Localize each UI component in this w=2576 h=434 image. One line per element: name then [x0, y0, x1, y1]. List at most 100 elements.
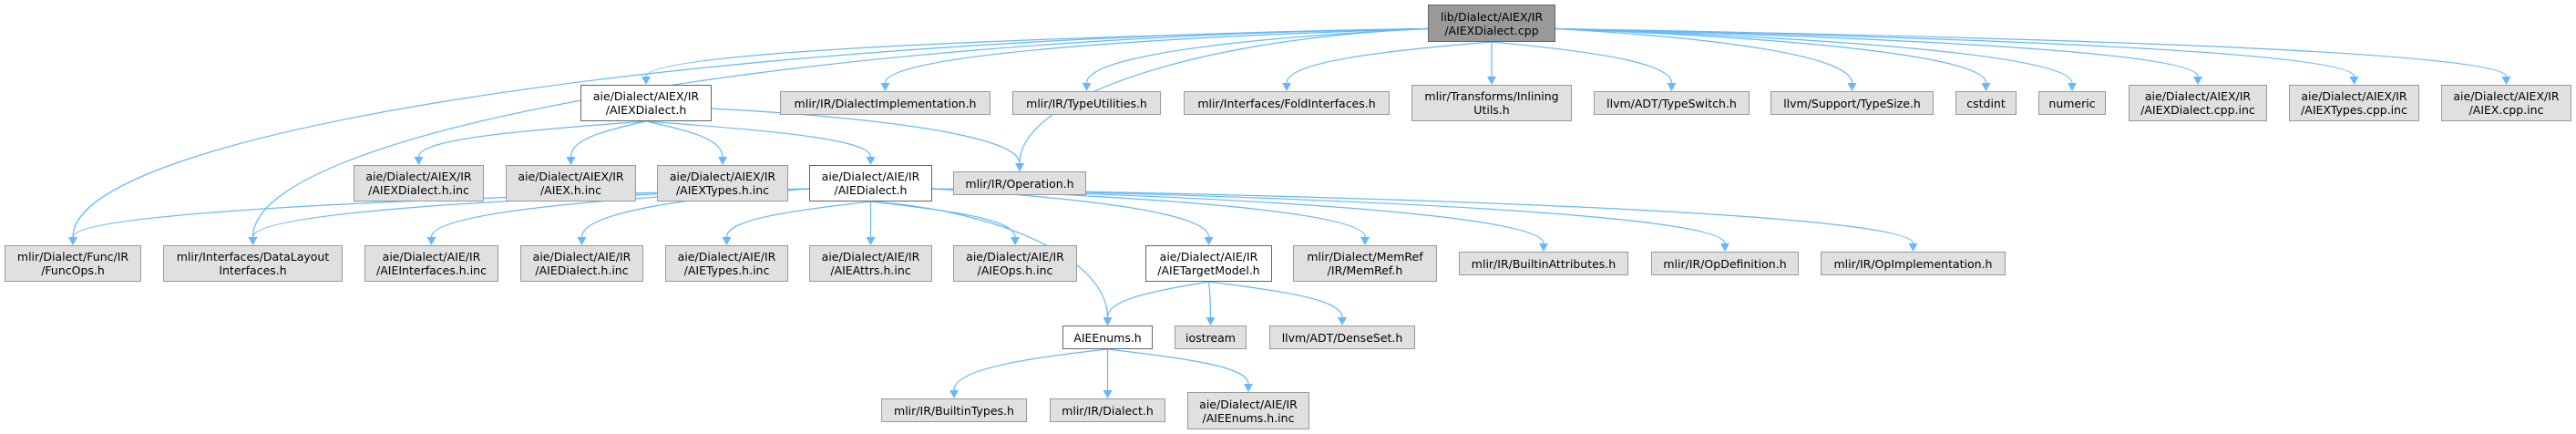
node-label: aie/Dialect/AIEX/IR	[365, 170, 472, 183]
node-denseset[interactable]: llvm/ADT/DenseSet.h	[1269, 326, 1415, 349]
arrowhead-icon	[1103, 390, 1113, 398]
arrowhead-icon	[577, 237, 587, 245]
node-label: /AIEDialect.h	[834, 183, 908, 197]
node-label: aie/Dialect/AIEX/IR	[2453, 89, 2560, 103]
node-label: /AIEXDialect.h.inc	[368, 183, 469, 197]
arrowhead-icon	[1981, 83, 1991, 91]
arrowhead-icon	[949, 390, 959, 398]
arrowhead-icon	[1244, 384, 1253, 392]
node-root[interactable]: lib/Dialect/AIEX/IR/AIEXDialect.cpp	[1428, 5, 1555, 42]
edge-aiedialect-h-to-aieenums	[870, 201, 1109, 318]
node-iostream[interactable]: iostream	[1175, 326, 1247, 349]
node-memref[interactable]: mlir/Dialect/MemRef/IR/MemRef.h	[1293, 245, 1437, 282]
node-typeswitch[interactable]: llvm/ADT/TypeSwitch.h	[1594, 91, 1750, 115]
node-label: llvm/Support/TypeSize.h	[1783, 96, 1921, 110]
node-label: aie/Dialect/AIE/IR	[532, 250, 631, 264]
node-cstdint[interactable]: cstdint	[1955, 91, 2017, 115]
edge-root-to-foldif	[1286, 41, 1493, 84]
node-aieattrs-inc[interactable]: aie/Dialect/AIE/IR/AIEAttrs.h.inc	[809, 245, 932, 282]
node-numeric[interactable]: numeric	[2038, 91, 2106, 115]
node-label: /FuncOps.h	[41, 264, 105, 277]
node-label: cstdint	[1966, 96, 2006, 110]
edge-root-to-funcops	[72, 27, 1429, 238]
node-label: /AIEXDialect.cpp.inc	[2140, 103, 2255, 117]
node-label: /AIEXTypes.cpp.inc	[2301, 103, 2407, 117]
node-aieenums-inc[interactable]: aie/Dialect/AIE/IR/AIEEnums.h.inc	[1187, 392, 1309, 429]
node-aiextypes-h-inc[interactable]: aie/Dialect/AIEX/IR/AIEXTypes.h.inc	[657, 165, 788, 202]
edge-targetmodel-to-denseset	[1208, 281, 1343, 318]
arrowhead-icon	[2349, 77, 2359, 85]
arrowhead-icon	[426, 237, 436, 245]
node-label: /AIEEnums.h.inc	[1202, 410, 1295, 425]
arrowhead-icon	[1015, 163, 1024, 171]
node-label: aie/Dialect/AIEX/IR	[2301, 89, 2407, 103]
arrowhead-icon	[1082, 83, 1092, 91]
edge-root-to-typesize	[1555, 27, 1853, 84]
arrowhead-icon	[722, 237, 732, 245]
edge-root-to-typeswitch	[1491, 41, 1673, 84]
node-aiedialect-inc[interactable]: aie/Dialect/AIE/IR/AIEDialect.h.inc	[520, 245, 643, 282]
node-aietypes-inc[interactable]: aie/Dialect/AIE/IR/AIETypes.h.inc	[665, 245, 788, 282]
node-builtintypes[interactable]: mlir/IR/BuiltinTypes.h	[881, 398, 1027, 422]
node-label: numeric	[2048, 96, 2096, 110]
node-label: /AIEOps.h.inc	[977, 264, 1053, 277]
node-label: aie/Dialect/AIEX/IR	[592, 89, 700, 103]
node-aiex-h-inc[interactable]: aie/Dialect/AIEX/IR/AIEX.h.inc	[506, 165, 636, 202]
node-typeutil[interactable]: mlir/IR/TypeUtilities.h	[1012, 91, 1161, 115]
node-label: aie/Dialect/AIE/IR	[382, 250, 481, 264]
node-aieops-inc[interactable]: aie/Dialect/AIE/IR/AIEOps.h.inc	[953, 245, 1077, 282]
node-aiexdialect-h-inc[interactable]: aie/Dialect/AIEX/IR/AIEXDialect.h.inc	[354, 165, 484, 202]
node-label: mlir/Dialect/MemRef	[1307, 250, 1423, 264]
arrowhead-icon	[1847, 83, 1857, 91]
node-dialect[interactable]: mlir/IR/Dialect.h	[1050, 398, 1165, 422]
node-aiexdialect-h[interactable]: aie/Dialect/AIEX/IR/AIEXDialect.h	[580, 85, 712, 121]
arrowhead-icon	[641, 77, 651, 85]
node-foldif[interactable]: mlir/Interfaces/FoldInterfaces.h	[1184, 91, 1390, 115]
arrowhead-icon	[414, 157, 424, 165]
node-aiextypes-cpp-inc[interactable]: aie/Dialect/AIEX/IR/AIEXTypes.cpp.inc	[2289, 85, 2419, 121]
node-label: /AIEInterfaces.h.inc	[376, 264, 487, 277]
node-funcops[interactable]: mlir/Dialect/Func/IR/FuncOps.h	[5, 245, 141, 282]
edge-root-to-typeutil	[1085, 27, 1429, 84]
node-label: llvm/ADT/DenseSet.h	[1281, 330, 1403, 345]
edge-root-to-aiextypes-cpp-inc	[1555, 27, 2355, 78]
edge-aieenums-to-builtintypes	[953, 348, 1108, 391]
node-label: mlir/Transforms/Inlining	[1424, 89, 1559, 103]
node-aieinterfaces-inc[interactable]: aie/Dialect/AIE/IR/AIEInterfaces.h.inc	[364, 245, 498, 282]
node-label: mlir/IR/OpDefinition.h	[1663, 256, 1787, 271]
node-opdef[interactable]: mlir/IR/OpDefinition.h	[1651, 252, 1799, 275]
edge-aiedialect-h-to-funcops	[72, 188, 810, 238]
node-label: AIEEnums.h	[1073, 330, 1142, 345]
arrowhead-icon	[866, 237, 876, 245]
node-aiex-cpp-inc[interactable]: aie/Dialect/AIEX/IR/AIEX.cpp.inc	[2441, 85, 2571, 121]
node-opimpl[interactable]: mlir/IR/OpImplementation.h	[1821, 252, 2006, 275]
node-label: mlir/Interfaces/FoldInterfaces.h	[1197, 96, 1376, 110]
node-aiexdialect-cpp-inc[interactable]: aie/Dialect/AIEX/IR/AIEXDialect.cpp.inc	[2129, 85, 2267, 121]
node-builtinattrs[interactable]: mlir/IR/BuiltinAttributes.h	[1459, 252, 1628, 275]
node-aieenums[interactable]: AIEEnums.h	[1062, 326, 1153, 349]
node-label: llvm/ADT/TypeSwitch.h	[1606, 96, 1737, 110]
node-targetmodel[interactable]: aie/Dialect/AIE/IR/AIETargetModel.h	[1145, 245, 1272, 282]
arrowhead-icon	[68, 237, 77, 245]
arrowhead-icon	[1908, 243, 1918, 252]
node-typesize[interactable]: llvm/Support/TypeSize.h	[1770, 91, 1934, 115]
edge-root-to-aiexdialect-cpp-inc	[1555, 27, 2199, 78]
arrowhead-icon	[1539, 243, 1548, 252]
node-label: Interfaces.h	[219, 264, 287, 277]
node-label: mlir/IR/BuiltinTypes.h	[894, 403, 1014, 418]
node-label: mlir/IR/Dialect.h	[1062, 403, 1154, 418]
edge-aieenums-to-aieenums-inc	[1107, 348, 1249, 385]
node-label: Utils.h	[1473, 103, 1510, 117]
edge-aiexdialect-h-to-aiex-h-inc	[570, 120, 647, 158]
node-dialectimpl[interactable]: mlir/IR/DialectImplementation.h	[780, 91, 990, 115]
arrowhead-icon	[1103, 317, 1113, 326]
node-label: aie/Dialect/AIE/IR	[677, 250, 776, 264]
node-aiedialect-h[interactable]: aie/Dialect/AIE/IR/AIEDialect.h	[809, 165, 932, 202]
edge-root-to-operation	[1019, 27, 1429, 164]
node-operation[interactable]: mlir/IR/Operation.h	[953, 171, 1086, 195]
arrowhead-icon	[1282, 83, 1291, 91]
arrowhead-icon	[248, 237, 258, 245]
